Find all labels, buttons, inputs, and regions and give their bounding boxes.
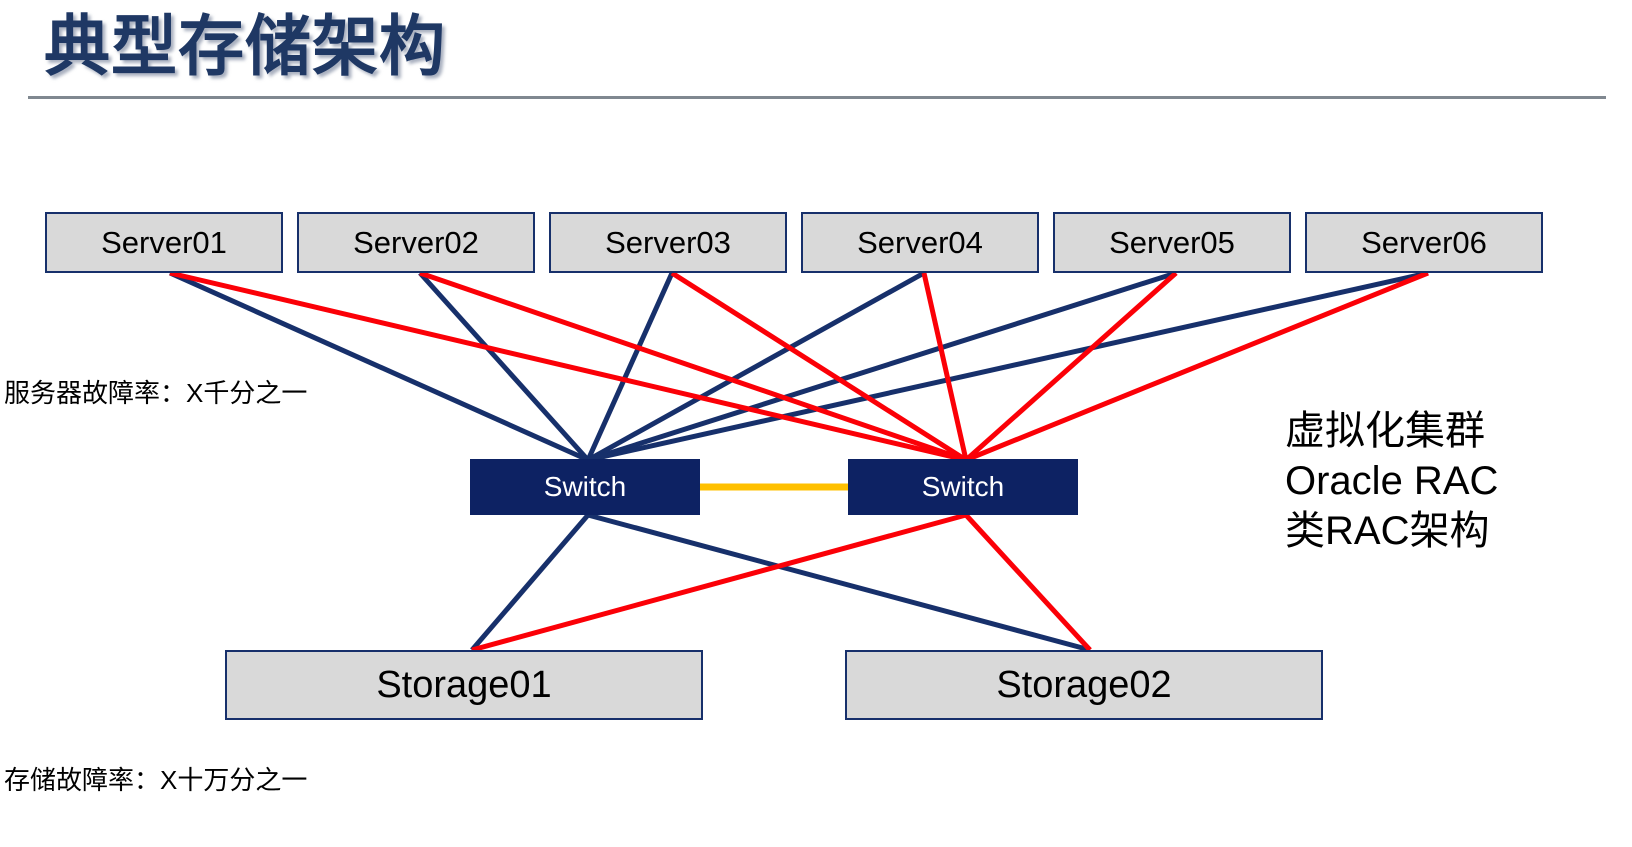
node-server-02[interactable]: Server02 <box>297 212 535 273</box>
link-switch-a-to-storage-02 <box>587 512 1091 653</box>
node-server-03[interactable]: Server03 <box>549 212 787 273</box>
node-label: Server03 <box>605 224 731 260</box>
links-servers-to-switch-a <box>168 270 1429 463</box>
link-server-05-to-switch-a <box>587 270 1177 463</box>
links-switches-to-storage <box>470 512 1092 653</box>
node-switch-a[interactable]: Switch <box>470 459 700 515</box>
node-label: Server05 <box>1109 224 1235 260</box>
node-server-01[interactable]: Server01 <box>45 212 283 273</box>
node-switch-b[interactable]: Switch <box>848 459 1078 515</box>
link-server-02-to-switch-a <box>418 271 590 462</box>
page-title: 典型存储架构 <box>44 9 446 83</box>
link-server-04-to-switch-b <box>921 272 969 461</box>
node-server-05[interactable]: Server05 <box>1053 212 1291 273</box>
node-storage-01[interactable]: Storage01 <box>225 650 703 720</box>
link-server-02-to-switch-b <box>419 270 967 463</box>
note-storage-failure-rate: 存储故障率：X十万分之一 <box>4 765 308 795</box>
node-label: Switch <box>921 471 1005 502</box>
cluster-note-block: 虚拟化集群 Oracle RAC 类RAC架构 <box>1285 406 1498 556</box>
node-label: Storage01 <box>376 663 552 706</box>
link-server-03-to-switch-b <box>670 270 968 463</box>
node-label: Storage02 <box>996 663 1172 706</box>
cluster-note-line-1: 虚拟化集群 <box>1285 409 1485 453</box>
link-server-03-to-switch-a <box>585 271 675 462</box>
node-label: Switch <box>543 471 627 502</box>
link-switch-b-to-storage-02 <box>964 513 1092 652</box>
node-label: Server02 <box>353 224 479 260</box>
node-label: Server04 <box>857 224 983 260</box>
node-label: Server06 <box>1361 224 1487 260</box>
node-storage-02[interactable]: Storage02 <box>845 650 1323 720</box>
note-server-failure-rate: 服务器故障率：X千分之一 <box>4 378 308 408</box>
link-server-05-to-switch-b <box>964 271 1178 462</box>
cluster-note-line-2: Oracle RAC <box>1285 459 1499 503</box>
links-servers-to-switch-b <box>169 270 1429 463</box>
node-label: Server01 <box>101 224 227 260</box>
link-switch-b-to-storage-01 <box>471 512 967 653</box>
title-divider <box>28 96 1606 99</box>
node-server-06[interactable]: Server06 <box>1305 212 1543 273</box>
node-server-04[interactable]: Server04 <box>801 212 1039 273</box>
link-server-01-to-switch-b <box>169 270 967 463</box>
link-switch-a-to-storage-01 <box>470 513 590 652</box>
link-server-01-to-switch-a <box>168 270 590 463</box>
cluster-note-line-3: 类RAC架构 <box>1285 509 1490 553</box>
link-server-04-to-switch-a <box>586 270 926 463</box>
